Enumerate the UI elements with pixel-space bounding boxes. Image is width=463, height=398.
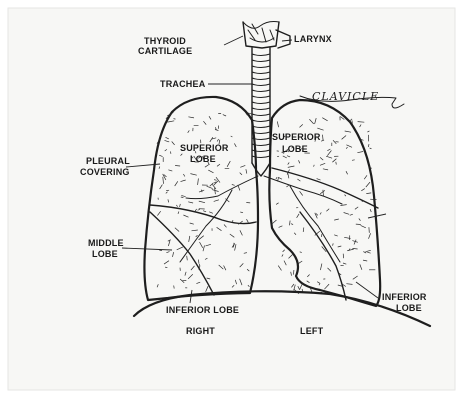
label-pleural-line1: PLEURAL (86, 156, 130, 166)
texture-stroke (352, 160, 355, 161)
label-clavicle: CLAVICLE (312, 90, 379, 103)
label-superior-left-line2: LOBE (282, 144, 308, 154)
label-pleural-line2: COVERING (80, 167, 130, 177)
texture-stroke (174, 286, 175, 289)
label-superior-right-line2: LOBE (190, 154, 216, 164)
label-trachea: TRACHEA (160, 79, 206, 89)
texture-stroke (174, 119, 176, 120)
label-inferior-left-line1: INFERIOR (382, 292, 427, 302)
label-middle-line1: MIDDLE (88, 238, 124, 248)
label-inferior-right: INFERIOR LOBE (166, 305, 239, 315)
label-left: LEFT (300, 326, 324, 336)
texture-stroke (277, 156, 279, 157)
label-thyroid-line2: CARTILAGE (138, 46, 192, 56)
label-thyroid-line1: THYROID (144, 36, 186, 46)
label-larynx: LARYNX (294, 34, 332, 44)
texture-stroke (175, 166, 180, 167)
label-superior-right-line1: SUPERIOR (180, 143, 229, 153)
label-right: RIGHT (186, 326, 215, 336)
label-middle-line2: LOBE (92, 249, 118, 259)
label-inferior-left-line2: LOBE (396, 303, 422, 313)
texture-stroke (336, 162, 337, 165)
texture-stroke (181, 197, 184, 198)
paper (8, 8, 455, 390)
label-superior-left-line1: SUPERIOR (272, 132, 321, 142)
